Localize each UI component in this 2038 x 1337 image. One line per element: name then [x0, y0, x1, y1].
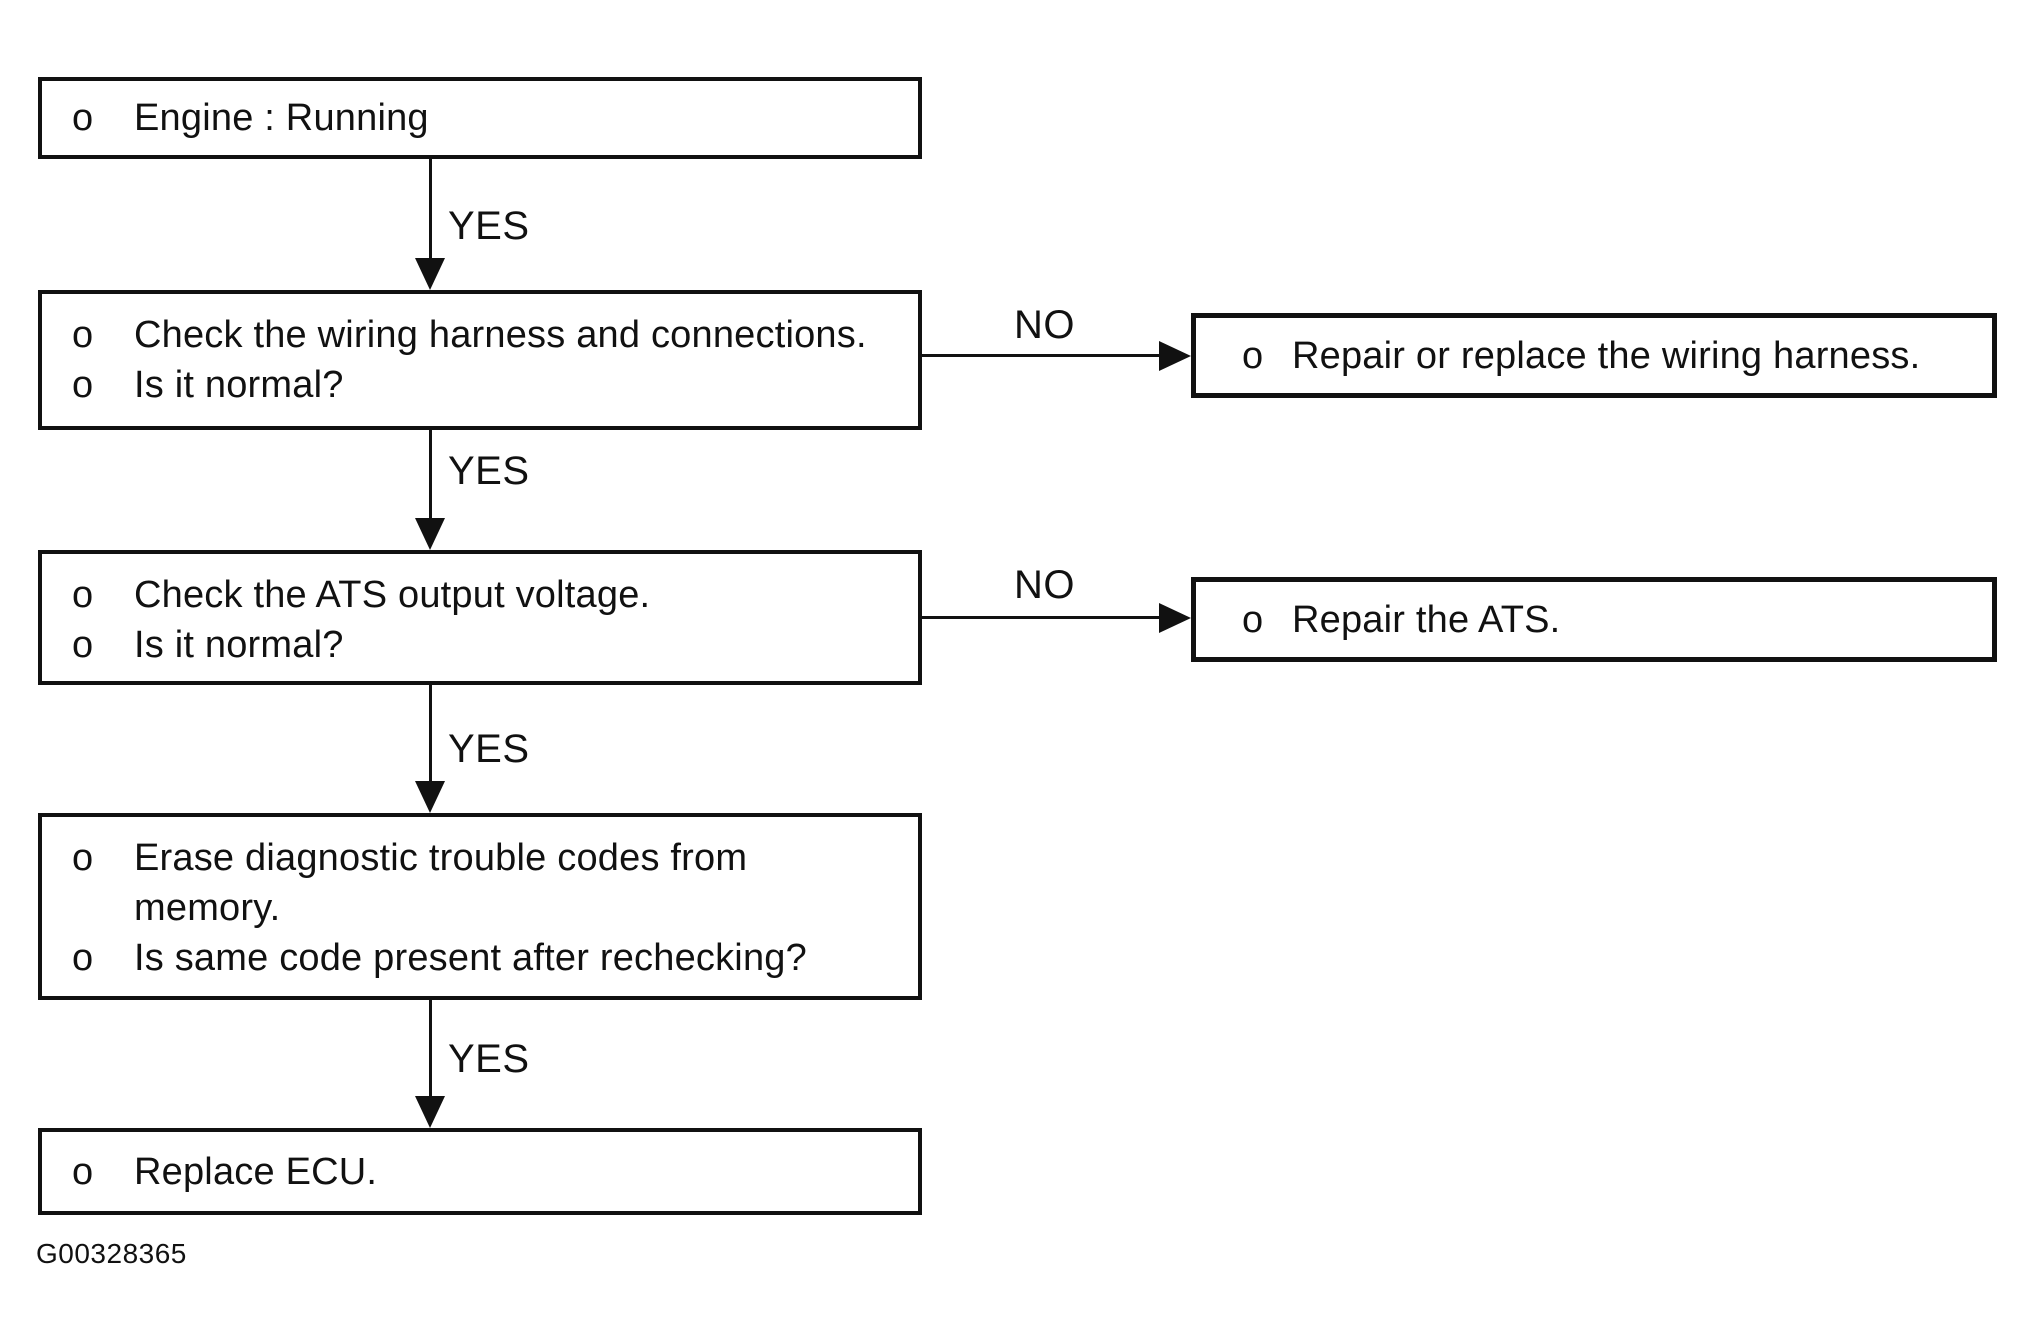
- node-check-wiring: o Check the wiring harness and connectio…: [38, 290, 922, 430]
- edge-label-no-1: NO: [1014, 303, 1075, 347]
- bullet-marker: o: [72, 837, 94, 879]
- node-row: o Check the ATS output voltage.: [42, 570, 918, 620]
- bullet-marker: o: [1242, 598, 1264, 641]
- bullet-marker: o: [72, 97, 94, 139]
- arrowhead-down-icon: [415, 1096, 445, 1128]
- node-text: Repair or replace the wiring harness.: [1292, 334, 1921, 377]
- edge-label-yes-4: YES: [448, 1037, 530, 1081]
- bullet-marker: o: [72, 937, 94, 979]
- arrow-line-check-ats-to-repair-ats: [920, 616, 1162, 619]
- node-repair-wiring: o Repair or replace the wiring harness.: [1191, 313, 1997, 398]
- arrow-line-check-ats-to-erase-codes: [429, 685, 432, 784]
- bullet-marker: o: [72, 364, 94, 406]
- arrow-line-engine-to-check-wiring: [429, 159, 432, 261]
- arrow-line-check-wiring-to-repair-wiring: [920, 354, 1162, 357]
- node-text: Repair the ATS.: [1292, 598, 1561, 641]
- edge-label-yes-2: YES: [448, 449, 530, 493]
- node-text: Is it normal?: [134, 624, 344, 666]
- node-text: Check the ATS output voltage.: [134, 574, 651, 616]
- edge-label-no-2: NO: [1014, 563, 1075, 607]
- node-row: o Engine : Running: [42, 93, 918, 143]
- node-text: Engine : Running: [134, 97, 429, 139]
- arrowhead-down-icon: [415, 518, 445, 550]
- node-text: Erase diagnostic trouble codes from: [134, 837, 748, 879]
- bullet-marker: o: [1242, 334, 1264, 377]
- bullet-marker: o: [72, 1150, 94, 1193]
- node-text: Is same code present after rechecking?: [134, 937, 807, 979]
- arrowhead-right-icon: [1159, 341, 1191, 371]
- node-text: Check the wiring harness and connections…: [134, 314, 867, 356]
- node-text: memory.: [134, 887, 281, 929]
- edge-label-yes-1: YES: [448, 204, 530, 248]
- bullet-marker: o: [72, 314, 94, 356]
- node-engine-running: o Engine : Running: [38, 77, 922, 159]
- node-text: Is it normal?: [134, 364, 344, 406]
- node-row-wrap: memory.: [42, 883, 918, 933]
- bullet-marker: o: [72, 624, 94, 666]
- arrowhead-down-icon: [415, 258, 445, 290]
- arrowhead-down-icon: [415, 781, 445, 813]
- arrow-line-check-wiring-to-check-ats: [429, 430, 432, 521]
- node-row: o Repair or replace the wiring harness.: [1196, 331, 1992, 381]
- node-text: Replace ECU.: [134, 1150, 378, 1193]
- node-row: o Repair the ATS.: [1196, 595, 1992, 645]
- figure-id-label: G00328365: [36, 1238, 187, 1269]
- bullet-marker: o: [72, 574, 94, 616]
- node-row: o Erase diagnostic trouble codes from: [42, 833, 918, 883]
- node-erase-codes: o Erase diagnostic trouble codes from me…: [38, 813, 922, 1000]
- arrowhead-right-icon: [1159, 603, 1191, 633]
- node-row: o Is it normal?: [42, 620, 918, 670]
- node-row: o Is same code present after rechecking?: [42, 933, 918, 983]
- node-replace-ecu: o Replace ECU.: [38, 1128, 922, 1215]
- edge-label-yes-3: YES: [448, 727, 530, 771]
- node-repair-ats: o Repair the ATS.: [1191, 577, 1997, 662]
- node-row: o Check the wiring harness and connectio…: [42, 310, 918, 360]
- arrow-line-erase-codes-to-replace-ecu: [429, 1000, 432, 1099]
- node-row: o Is it normal?: [42, 360, 918, 410]
- node-row: o Replace ECU.: [42, 1147, 918, 1197]
- node-check-ats: o Check the ATS output voltage. o Is it …: [38, 550, 922, 685]
